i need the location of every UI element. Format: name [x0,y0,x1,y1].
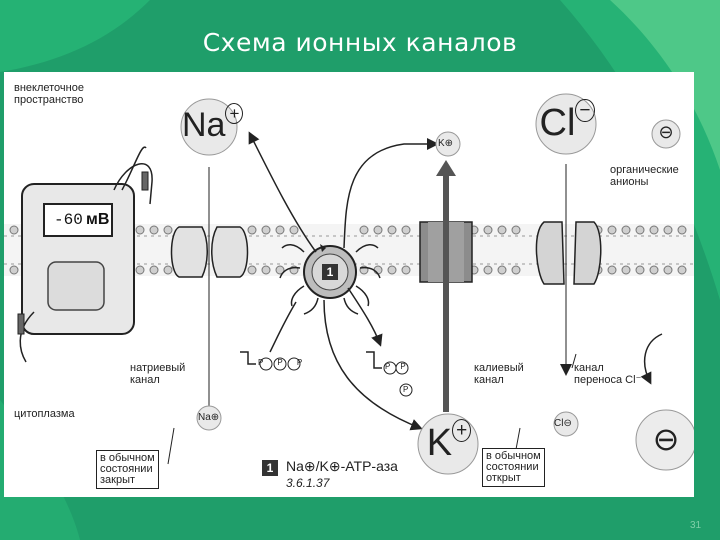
voltmeter-unit: мВ [86,211,110,228]
page-number: 31 [690,520,702,531]
anion-small: ⊖ [658,122,674,142]
adp-symbol [366,351,413,397]
voltmeter-icon [17,146,153,363]
sodium-channel-label: натриевый канал [130,362,186,386]
anion-small-bubble [651,119,681,149]
sodium-channel-shape [170,167,249,362]
sodium-ion-small: Na⊕ [198,412,220,423]
cytoplasm-label: цитоплазма [14,408,75,420]
pi-label: P [403,385,409,394]
pump-badge: 1 [322,264,338,280]
atp-label: P P P [258,358,309,367]
potassium-open-note: в обычном состоянии открыт [482,448,545,487]
extracellular-label: внеклеточное пространство [14,82,84,106]
cl-ion-large-bubble [535,93,597,155]
diagram-graphics [4,93,694,475]
chloride-channel-shape [535,164,602,376]
organic-anions-label: органические анионы [610,164,679,188]
chloride-channel-label: канал переноса Cl⁻ [574,362,642,386]
atp-symbol [240,351,301,371]
ion-channel-diagram: внеклеточное пространство цитоплазма нат… [4,72,694,497]
potassium-channel-shape [419,160,473,412]
anion-large-bubble [635,409,694,471]
chloride-ion-small: Cl⊖ [554,418,572,429]
na-ion-large-bubble [180,98,238,156]
potassium-ion-large: K+ [422,418,476,465]
legend-ec-number: 3.6.1.37 [286,476,330,490]
chloride-ion-large: Cl− [536,98,598,145]
legend-badge: 1 [262,460,278,476]
adp-label: P P [385,362,410,371]
potassium-channel-label: калиевый канал [474,362,524,386]
potassium-ion-small: K⊕ [438,138,454,149]
legend-enzyme-name: Na⊕/K⊕-ATP-аза [286,458,398,474]
k-ion-large-bubble [417,413,479,475]
anion-large: ⊖ [652,421,680,457]
slide-title: Схема ионных каналов [202,28,518,57]
sodium-closed-note: в обычном состоянии закрыт [96,450,159,489]
voltmeter-value: -60 [54,211,83,229]
sodium-ion-large: Na+ [182,102,244,145]
